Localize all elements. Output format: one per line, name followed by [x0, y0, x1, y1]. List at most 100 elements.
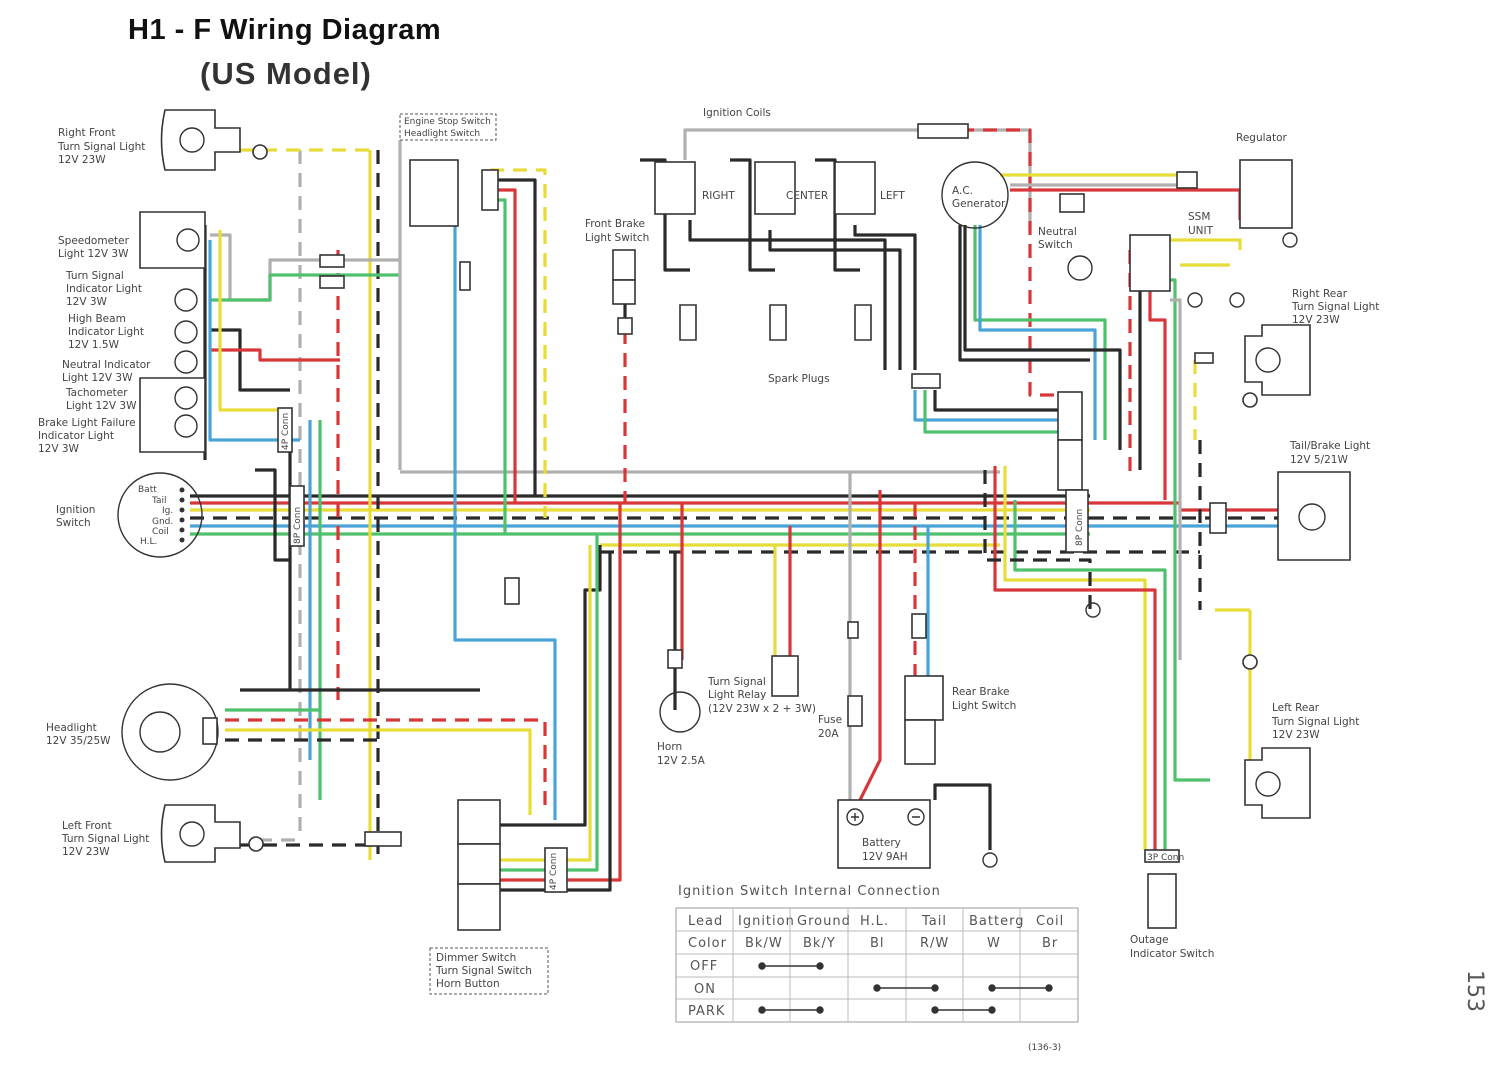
col-lead: H.L.: [860, 914, 889, 929]
label: Turn Signal Light: [57, 141, 145, 153]
label: LEFT: [880, 190, 905, 202]
label: UNIT: [1188, 225, 1214, 237]
label: 12V 2.5A: [657, 755, 706, 767]
label: Ig.: [162, 506, 173, 516]
label: 20A: [818, 728, 839, 740]
page-number: 153: [1462, 970, 1487, 1012]
label: Generator: [952, 198, 1006, 210]
table-caption: Ignition Switch Internal Connection: [678, 884, 941, 899]
component-turn-relay: [771, 655, 799, 697]
component-ignition-coils: [654, 123, 969, 215]
component-rear-brake-switch: [904, 613, 944, 765]
label: 12V 5/21W: [1290, 454, 1348, 466]
col-lead: Coil: [1036, 914, 1064, 929]
col-color: W: [987, 936, 1001, 951]
col-color: Bk/W: [745, 936, 783, 951]
label: Brake Light Failure: [38, 417, 136, 429]
label: 12V 35/25W: [46, 735, 111, 747]
label: Battery: [862, 837, 901, 849]
label: Outage: [1130, 934, 1169, 946]
label: Tail/Brake Light: [1289, 440, 1370, 452]
component-battery: [837, 799, 931, 869]
ignition-connection-table: Ignition Switch Internal Connection Lead…: [675, 884, 1079, 1023]
component-headlight: [121, 683, 219, 781]
component-connectors-left: [277, 254, 520, 847]
label: Front Brake: [585, 218, 645, 230]
diagram-title: H1 - F Wiring Diagram: [128, 14, 442, 46]
component-instrument-cluster: [139, 211, 206, 453]
component-right-front-turn-light: [160, 109, 268, 171]
label: Indicator Light: [66, 283, 142, 295]
label: A.C.: [952, 185, 973, 197]
connector-label: 8P Conn: [293, 507, 303, 544]
label: 12V 23W: [1272, 729, 1320, 741]
label: Ignition: [56, 504, 95, 516]
component-ignition-switch: [117, 472, 203, 558]
connector-label: 8P Conn: [1075, 509, 1085, 546]
label: Switch: [56, 517, 91, 529]
label: 12V 9AH: [862, 851, 908, 863]
label: Gnd.: [152, 517, 173, 527]
label: Horn: [657, 741, 682, 753]
col-lead: Batterg: [969, 914, 1024, 929]
component-tail-brake-light: [1209, 471, 1351, 561]
label: (12V 23W x 2 + 3W): [708, 703, 816, 715]
label: 12V 3W: [38, 443, 80, 455]
label: Headlight: [46, 722, 97, 734]
label: Turn Signal: [65, 270, 124, 282]
component-labels: Right Front Turn Signal Light 12V 23W Sp…: [38, 107, 1487, 1053]
label: Neutral: [1038, 226, 1077, 238]
component-regulator: [1129, 159, 1298, 308]
row-header: PARK: [688, 1004, 725, 1019]
connector-label: 4P Conn: [549, 853, 559, 890]
label: Left Rear: [1272, 702, 1320, 714]
label: H.L.: [140, 537, 157, 547]
label: SSM: [1188, 211, 1210, 223]
component-right-rear-turn-light: [1194, 324, 1311, 408]
label: Headlight Switch: [404, 129, 480, 139]
col-lead: Ignition: [738, 914, 795, 929]
diagram-subtitle: (US Model): [200, 56, 372, 91]
label: Coil: [152, 527, 169, 537]
label: Dimmer Switch: [436, 952, 516, 964]
label: Indicator Light: [68, 326, 144, 338]
component-left-rear-turn-light: [1242, 654, 1311, 819]
label: Indicator Switch: [1130, 948, 1214, 960]
label: Turn Signal Switch: [435, 965, 532, 977]
label: Regulator: [1236, 132, 1287, 144]
label: 12V 23W: [1292, 314, 1340, 326]
label: Right Front: [58, 127, 116, 139]
component-spark-plugs: [679, 304, 872, 341]
component-ac-generator: [911, 161, 1093, 389]
component-main-connectors: [1057, 391, 1089, 553]
label: Indicator Light: [38, 430, 114, 442]
label: Switch: [1038, 239, 1073, 251]
col-color: R/W: [920, 936, 949, 951]
label: Light Switch: [585, 232, 649, 244]
label: CENTER: [786, 190, 828, 202]
figure-reference: (136-3): [1028, 1043, 1061, 1053]
label: Horn Button: [436, 978, 500, 990]
label: Ignition Coils: [703, 107, 771, 119]
label: Spark Plugs: [768, 373, 830, 385]
label: High Beam: [68, 313, 126, 325]
component-horn: [659, 649, 701, 733]
label: Turn Signal: [707, 676, 766, 688]
row-header: ON: [694, 982, 716, 997]
label: Speedometer: [58, 235, 130, 247]
label: Light Switch: [952, 700, 1016, 712]
col-color: Bl: [870, 936, 885, 951]
connector-label: 3P Conn: [1147, 853, 1184, 863]
col-lead: Ground: [797, 914, 851, 929]
label: 12V 23W: [58, 154, 106, 166]
label: Batt: [138, 485, 157, 495]
label: Turn Signal Light: [1291, 301, 1379, 313]
label: Tachometer: [65, 387, 128, 399]
label: RIGHT: [702, 190, 735, 202]
label: Right Rear: [1292, 288, 1348, 300]
label: 12V 1.5W: [68, 339, 120, 351]
label: Tail: [151, 496, 167, 506]
label: Light 12V 3W: [66, 400, 137, 412]
col-color: Bk/Y: [803, 936, 836, 951]
